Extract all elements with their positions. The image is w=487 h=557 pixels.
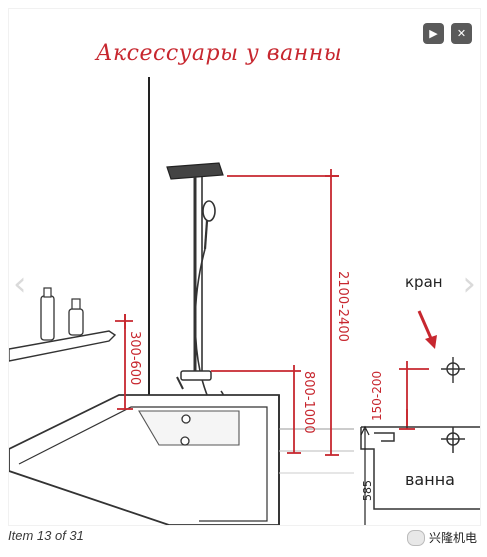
shelf-with-bottles <box>9 287 117 362</box>
close-button[interactable]: ✕ <box>451 23 472 44</box>
dimension-tub-height <box>360 425 370 525</box>
image-viewer-frame: 2100-2400 300-600 800-1000 кран <box>8 8 481 526</box>
label-faucet: кран <box>405 273 443 291</box>
watermark-text: 兴隆机电 <box>428 531 477 545</box>
chevron-left-icon: ‹ <box>13 264 27 304</box>
item-counter-caption: Item 13 of 31 <box>8 528 84 543</box>
label-dim-shelf: 300-600 <box>127 331 142 385</box>
bathtub-section <box>360 426 480 510</box>
play-button[interactable]: ▶ <box>423 23 444 44</box>
close-icon: ✕ <box>456 27 467 40</box>
next-button[interactable]: › <box>462 267 476 301</box>
arrow-head <box>425 335 437 349</box>
dimension-tap-offset <box>399 361 429 430</box>
label-dim-mixer: 800-1000 <box>301 371 316 434</box>
faucet-symbol-top <box>441 357 465 383</box>
dimension-mixer-height <box>211 365 301 454</box>
bathtub <box>9 394 354 525</box>
label-dim-tap-offset: 150-200 <box>370 371 384 421</box>
shower-system <box>166 162 226 408</box>
dimension-shower-height <box>227 169 339 456</box>
label-bath: ванна <box>405 470 455 489</box>
chevron-right-icon: › <box>462 264 476 304</box>
previous-button[interactable]: ‹ <box>13 267 27 301</box>
dimension-shelf-height <box>115 314 133 410</box>
illustration-title: Аксессуары у ванны <box>95 41 343 66</box>
play-icon: ▶ <box>429 27 438 40</box>
watermark: 兴隆机电 <box>406 529 477 546</box>
bathroom-illustration: 2100-2400 300-600 800-1000 кран <box>9 77 480 525</box>
label-dim-shower-height: 2100-2400 <box>335 271 350 342</box>
label-dim-tub-height: 585 <box>361 480 374 501</box>
wechat-icon <box>406 529 425 546</box>
